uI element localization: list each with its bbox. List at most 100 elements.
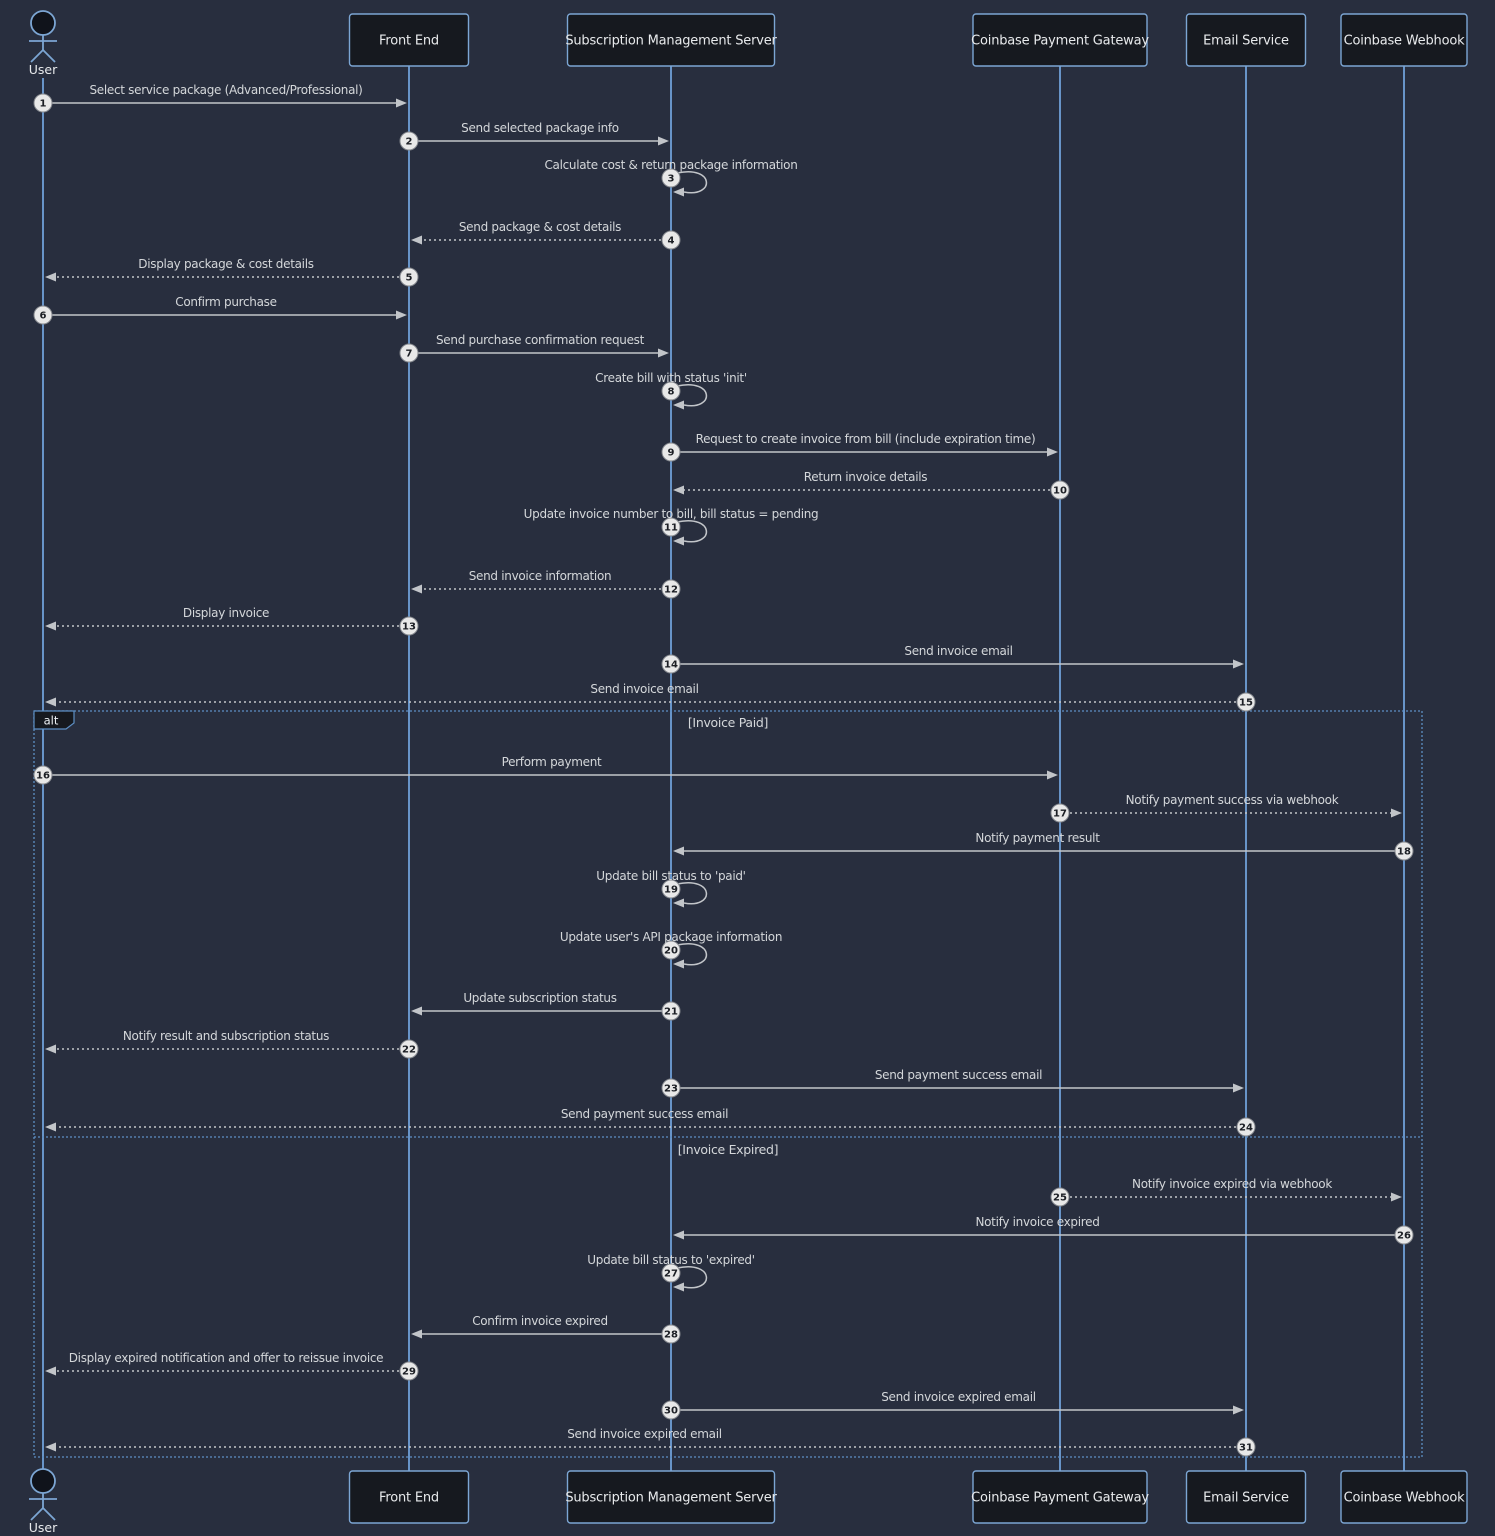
message-28-number xyxy=(661,1324,681,1344)
message-14-number-text: 14 xyxy=(664,660,678,671)
message-6-label: Confirm purchase xyxy=(175,295,276,309)
message-4-label: Send package & cost details xyxy=(459,220,621,234)
participant-frontend-top xyxy=(348,13,470,67)
message-10-number xyxy=(1050,480,1070,500)
message-15-number-text: 15 xyxy=(1239,698,1253,709)
message-28-label: Confirm invoice expired xyxy=(472,1314,608,1328)
participant-email-top-label: Email Service xyxy=(1203,34,1289,49)
participant-sms-bottom-label: Subscription Management Server xyxy=(565,1491,777,1506)
message-25 xyxy=(1050,1187,1402,1207)
message-23-number xyxy=(661,1078,681,1098)
message-12-number-text: 12 xyxy=(664,585,678,596)
participant-webhook-bottom xyxy=(1340,1470,1468,1524)
message-3-selfloop xyxy=(676,171,708,194)
alt-section-invoice-paid-label: [Invoice Paid] xyxy=(688,715,768,730)
participant-sms-top-label: Subscription Management Server xyxy=(565,34,777,49)
participant-sms-bottom xyxy=(566,1470,776,1524)
message-8 xyxy=(661,381,708,410)
message-3-number-text: 3 xyxy=(668,174,675,185)
message-11 xyxy=(661,517,708,546)
message-22 xyxy=(45,1039,419,1059)
message-16-label: Perform payment xyxy=(502,755,602,769)
message-17-number xyxy=(1050,803,1070,823)
message-29 xyxy=(45,1361,419,1381)
message-24-number xyxy=(1236,1117,1256,1137)
message-6-number xyxy=(33,305,53,325)
message-20-number xyxy=(661,940,681,960)
actor-user-top xyxy=(29,10,57,63)
message-2 xyxy=(399,131,669,151)
message-21-number xyxy=(661,1001,681,1021)
participant-cpg-top xyxy=(972,13,1148,67)
message-17-label: Notify payment success via webhook xyxy=(1126,793,1339,807)
participant-webhook-bottom-label: Coinbase Webhook xyxy=(1344,1491,1465,1506)
participant-sms-top-box xyxy=(566,13,776,67)
message-10-arrowhead xyxy=(673,485,684,495)
message-31 xyxy=(45,1437,1256,1457)
participant-cpg-bottom xyxy=(972,1470,1148,1524)
message-21-arrowhead xyxy=(411,1006,422,1016)
message-22-number-text: 22 xyxy=(402,1045,416,1056)
message-6-number-text: 6 xyxy=(40,311,47,322)
message-2-arrowhead xyxy=(658,136,669,146)
message-10-number-text: 10 xyxy=(1053,486,1067,497)
message-1-number xyxy=(33,93,53,113)
message-30-number xyxy=(661,1400,681,1420)
message-12-label: Send invoice information xyxy=(469,569,612,583)
message-16 xyxy=(33,765,1058,785)
message-7-label: Send purchase confirmation request xyxy=(436,333,645,347)
participant-email-bottom-label: Email Service xyxy=(1203,1491,1289,1506)
message-15-number xyxy=(1236,692,1256,712)
message-11-number-text: 11 xyxy=(664,523,678,534)
message-7-arrowhead xyxy=(658,348,669,358)
alt-frame-tab xyxy=(33,710,75,730)
message-5 xyxy=(45,267,419,287)
message-4-arrowhead xyxy=(411,235,422,245)
participant-frontend-top-label: Front End xyxy=(379,34,439,49)
message-8-label: Create bill with status 'init' xyxy=(595,371,747,385)
message-15-label: Send invoice email xyxy=(590,682,698,696)
message-17 xyxy=(1050,803,1402,823)
message-10 xyxy=(673,480,1070,500)
message-25-number xyxy=(1050,1187,1070,1207)
message-8-number-text: 8 xyxy=(668,387,675,398)
message-12-number xyxy=(661,579,681,599)
message-17-number-text: 17 xyxy=(1053,809,1067,820)
participant-sms-bottom-box xyxy=(566,1470,776,1524)
alt-frame-label: alt xyxy=(44,714,59,728)
message-28-arrowhead xyxy=(411,1329,422,1339)
message-4-number xyxy=(661,230,681,250)
message-27-selfloop xyxy=(676,1266,708,1289)
participant-frontend-top-box xyxy=(348,13,470,67)
message-23-arrowhead xyxy=(1233,1083,1244,1093)
message-3-number xyxy=(661,168,681,188)
message-31-number-text: 31 xyxy=(1239,1443,1253,1454)
participant-cpg-top-label: Coinbase Payment Gateway xyxy=(971,34,1149,49)
message-2-number xyxy=(399,131,419,151)
participant-webhook-top-box xyxy=(1340,13,1468,67)
message-18-number-text: 18 xyxy=(1397,847,1411,858)
message-25-arrowhead xyxy=(1391,1192,1402,1202)
message-20-number-text: 20 xyxy=(664,946,678,957)
message-21-label: Update subscription status xyxy=(463,991,616,1005)
participant-cpg-bottom-box xyxy=(972,1470,1148,1524)
message-21 xyxy=(411,1001,681,1021)
message-25-number-text: 25 xyxy=(1053,1193,1067,1204)
message-13-number-text: 13 xyxy=(402,622,416,633)
message-20-selfloop xyxy=(676,943,708,966)
message-16-arrowhead xyxy=(1047,770,1058,780)
message-9-label: Request to create invoice from bill (inc… xyxy=(696,432,1036,446)
participant-webhook-top xyxy=(1340,13,1468,67)
actor-user-bottom-label: User xyxy=(29,1520,58,1535)
message-7-number-text: 7 xyxy=(406,349,413,360)
participant-cpg-top-box xyxy=(972,13,1148,67)
message-30-number-text: 30 xyxy=(664,1406,678,1417)
message-27-number-text: 27 xyxy=(664,1269,678,1280)
message-22-arrowhead xyxy=(45,1044,56,1054)
participant-email-bottom-box xyxy=(1185,1470,1307,1524)
message-31-arrowhead xyxy=(45,1442,56,1452)
message-27-arrowhead xyxy=(673,1282,684,1292)
message-30-label: Send invoice expired email xyxy=(881,1390,1036,1404)
